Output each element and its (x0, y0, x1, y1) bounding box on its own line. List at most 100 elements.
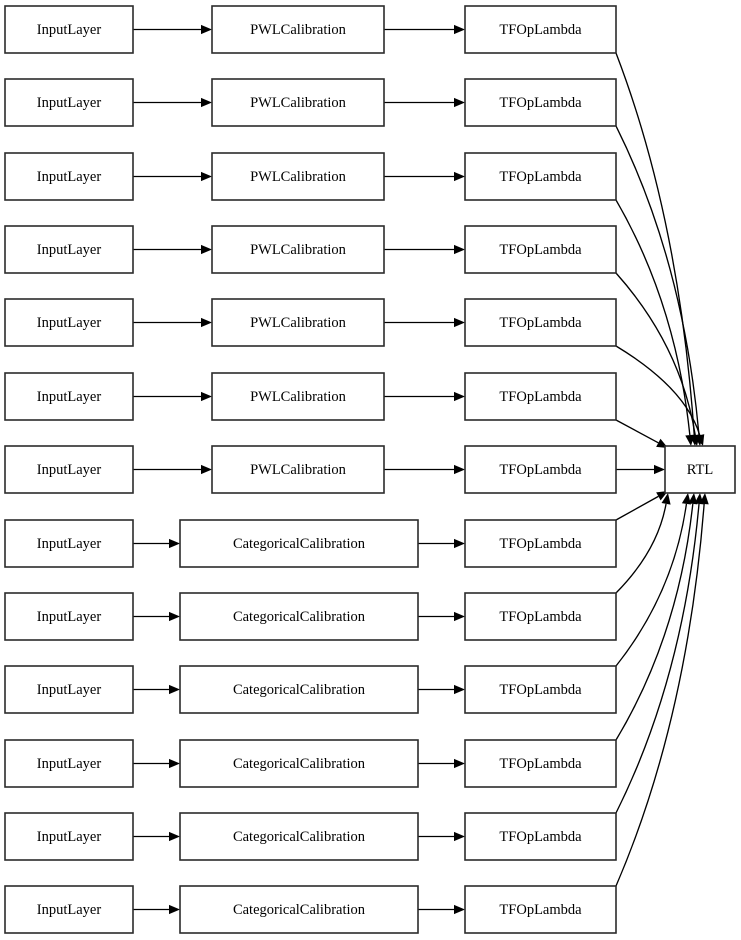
node-row-3-calibration[interactable]: PWLCalibration (211, 152, 385, 201)
node-row-10-calibration[interactable]: CategoricalCalibration (179, 665, 419, 714)
edge-row-8-to-rtl (615, 495, 659, 521)
node-row-4-lambda[interactable]: TFOpLambda (464, 225, 617, 274)
node-row-1-lambda[interactable]: TFOpLambda (464, 5, 617, 54)
node-row-9-input-layer[interactable]: InputLayer (4, 592, 134, 641)
node-row-10-input-layer-label: InputLayer (37, 682, 102, 698)
node-row-2-input-layer-border (4, 78, 134, 127)
node-row-13-lambda[interactable]: TFOpLambda (464, 885, 617, 934)
node-row-10-calibration-label: CategoricalCalibration (233, 682, 366, 698)
node-row-8-lambda-label: TFOpLambda (499, 536, 582, 552)
edge-row-3-to-rtl (615, 199, 691, 436)
node-row-1-calibration-border (211, 5, 385, 54)
node-row-7-calibration-border (211, 445, 385, 494)
node-row-13-input-layer[interactable]: InputLayer (4, 885, 134, 934)
node-row-1-input-layer-label: InputLayer (37, 22, 102, 38)
node-row-3-input-layer[interactable]: InputLayer (4, 152, 134, 201)
node-row-6-calibration[interactable]: PWLCalibration (211, 372, 385, 421)
node-row-12-lambda[interactable]: TFOpLambda (464, 812, 617, 861)
edge-row-1-to-rtl (615, 52, 695, 436)
node-row-1-calibration[interactable]: PWLCalibration (211, 5, 385, 54)
node-row-4-calibration[interactable]: PWLCalibration (211, 225, 385, 274)
node-row-12-lambda-label: TFOpLambda (499, 829, 582, 845)
node-row-7-lambda[interactable]: TFOpLambda (464, 445, 617, 494)
node-row-5-input-layer[interactable]: InputLayer (4, 298, 134, 347)
node-row-6-input-layer[interactable]: InputLayer (4, 372, 134, 421)
node-row-10-lambda-border (464, 665, 617, 714)
node-row-1-lambda-label: TFOpLambda (499, 22, 582, 38)
node-row-13-lambda-border (464, 885, 617, 934)
node-row-2-calibration[interactable]: PWLCalibration (211, 78, 385, 127)
node-row-2-calibration-label: PWLCalibration (250, 95, 347, 111)
edge-row-11-to-rtl (615, 503, 694, 741)
node-row-7-input-layer-border (4, 445, 134, 494)
node-row-10-input-layer-border (4, 665, 134, 714)
edge-row-6-input-to-calibration-arrowhead-icon (201, 391, 212, 402)
node-row-1-input-layer-border (4, 5, 134, 54)
edge-row-1-input-to-calibration-arrowhead-icon (201, 24, 212, 35)
node-row-9-calibration[interactable]: CategoricalCalibration (179, 592, 419, 641)
node-row-1-input-layer[interactable]: InputLayer (4, 5, 134, 54)
node-row-2-lambda[interactable]: TFOpLambda (464, 78, 617, 127)
node-row-6-lambda[interactable]: TFOpLambda (464, 372, 617, 421)
node-row-11-calibration[interactable]: CategoricalCalibration (179, 739, 419, 788)
node-row-9-lambda[interactable]: TFOpLambda (464, 592, 617, 641)
node-row-13-input-layer-label: InputLayer (37, 902, 102, 918)
node-row-3-calibration-label: PWLCalibration (250, 169, 347, 185)
node-row-13-input-layer-border (4, 885, 134, 934)
node-row-10-input-layer[interactable]: InputLayer (4, 665, 134, 714)
node-row-8-lambda[interactable]: TFOpLambda (464, 519, 617, 568)
node-rtl-output[interactable]: RTL (664, 445, 736, 494)
node-row-13-lambda-label: TFOpLambda (499, 902, 582, 918)
node-row-10-lambda[interactable]: TFOpLambda (464, 665, 617, 714)
edge-row-13-input-to-calibration-arrowhead-icon (169, 904, 180, 915)
node-row-11-input-layer[interactable]: InputLayer (4, 739, 134, 788)
node-row-12-calibration-border (179, 812, 419, 861)
edge-row-3-input-to-calibration-arrowhead-icon (201, 171, 212, 182)
node-row-1-lambda-border (464, 5, 617, 54)
node-row-9-input-layer-border (4, 592, 134, 641)
node-row-5-lambda[interactable]: TFOpLambda (464, 298, 617, 347)
edge-row-5-to-rtl (615, 345, 701, 436)
edge-row-8-calibration-to-lambda-arrowhead-icon (454, 538, 465, 549)
node-row-8-input-layer[interactable]: InputLayer (4, 519, 134, 568)
node-row-5-lambda-border (464, 298, 617, 347)
node-row-7-input-layer[interactable]: InputLayer (4, 445, 134, 494)
edge-row-7-input-to-calibration-arrowhead-icon (201, 464, 212, 475)
node-row-3-calibration-border (211, 152, 385, 201)
edge-row-6-calibration-to-lambda-arrowhead-icon (454, 391, 465, 402)
node-row-3-lambda[interactable]: TFOpLambda (464, 152, 617, 201)
node-row-8-input-layer-border (4, 519, 134, 568)
node-rtl-output-label: RTL (687, 462, 714, 478)
edge-row-9-input-to-calibration-arrowhead-icon (169, 611, 180, 622)
node-row-5-input-layer-label: InputLayer (37, 315, 102, 331)
node-row-2-lambda-border (464, 78, 617, 127)
node-row-12-input-layer[interactable]: InputLayer (4, 812, 134, 861)
edge-row-10-calibration-to-lambda-arrowhead-icon (454, 684, 465, 695)
node-row-5-input-layer-border (4, 298, 134, 347)
edge-row-13-to-rtl-arrowhead-icon (699, 493, 709, 505)
edge-row-4-input-to-calibration-arrowhead-icon (201, 244, 212, 255)
node-row-3-lambda-label: TFOpLambda (499, 169, 582, 185)
node-row-11-lambda[interactable]: TFOpLambda (464, 739, 617, 788)
edge-row-3-calibration-to-lambda-arrowhead-icon (454, 171, 465, 182)
node-row-4-input-layer-label: InputLayer (37, 242, 102, 258)
node-row-6-calibration-label: PWLCalibration (250, 389, 347, 405)
node-row-3-input-layer-border (4, 152, 134, 201)
node-row-13-calibration[interactable]: CategoricalCalibration (179, 885, 419, 934)
node-row-8-calibration[interactable]: CategoricalCalibration (179, 519, 419, 568)
node-row-6-lambda-label: TFOpLambda (499, 389, 582, 405)
node-row-12-calibration[interactable]: CategoricalCalibration (179, 812, 419, 861)
edge-row-9-to-rtl (615, 503, 667, 594)
node-row-2-input-layer[interactable]: InputLayer (4, 78, 134, 127)
node-row-5-calibration[interactable]: PWLCalibration (211, 298, 385, 347)
node-row-2-input-layer-label: InputLayer (37, 95, 102, 111)
node-row-7-calibration[interactable]: PWLCalibration (211, 445, 385, 494)
edge-row-7-to-rtl-arrowhead-icon (654, 464, 665, 475)
node-row-9-calibration-border (179, 592, 419, 641)
edge-row-13-calibration-to-lambda-arrowhead-icon (454, 904, 465, 915)
node-row-4-input-layer[interactable]: InputLayer (4, 225, 134, 274)
node-row-11-lambda-border (464, 739, 617, 788)
node-row-9-lambda-label: TFOpLambda (499, 609, 582, 625)
node-row-7-input-layer-label: InputLayer (37, 462, 102, 478)
